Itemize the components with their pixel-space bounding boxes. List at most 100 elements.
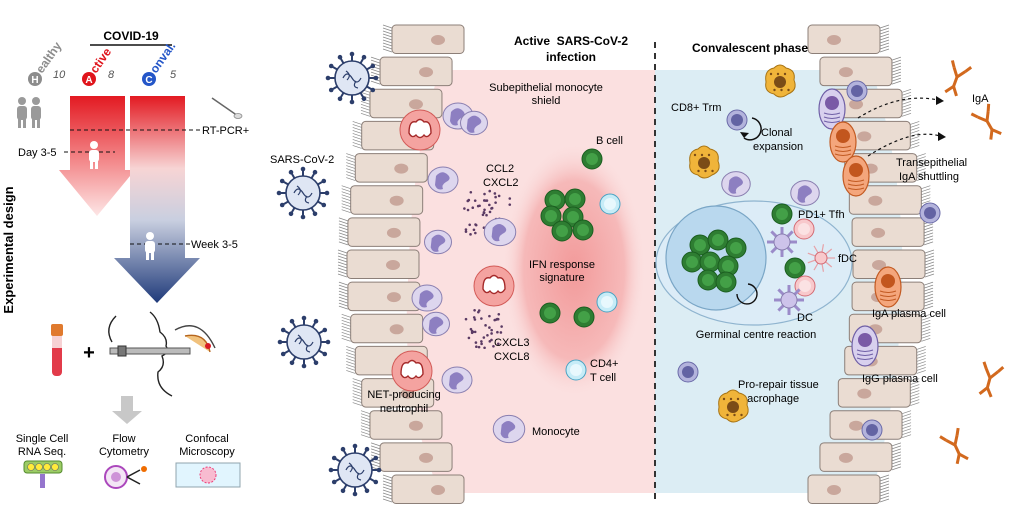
active-phase-cells xyxy=(391,102,621,444)
cilium xyxy=(879,483,890,488)
cilium xyxy=(901,109,912,114)
epithelial-nucleus xyxy=(419,452,434,463)
trm-cell xyxy=(861,419,883,441)
convalescent-panel: Convalescent phase Germinal centre react… xyxy=(655,41,1005,465)
cilium xyxy=(916,367,926,371)
pd1-tfh-cell-nucleus xyxy=(798,223,810,235)
chemokine-dot xyxy=(482,211,486,214)
igg-plasma-cell-er xyxy=(823,120,841,123)
cilium xyxy=(921,337,931,342)
epithelial-nucleus xyxy=(408,99,423,110)
iga-plasma-cell-er xyxy=(879,298,897,301)
neutrophil-cell xyxy=(391,350,433,392)
cilium xyxy=(337,264,348,269)
active-title-line1: Active SARS-CoV-2 xyxy=(514,34,628,48)
cilium xyxy=(910,127,920,131)
b-cell-nucleus xyxy=(577,224,589,236)
chemokine-dot xyxy=(494,201,497,204)
cilium xyxy=(916,174,926,178)
macrophage-granule xyxy=(704,169,707,173)
macrophage-granule xyxy=(700,153,704,157)
virus-spike-tip xyxy=(276,190,282,196)
virus-spike-tip xyxy=(340,446,346,452)
cd4-label-line1: CD4+ xyxy=(590,358,618,370)
chemokine-dot xyxy=(485,213,488,217)
virus-spike-tip xyxy=(331,479,337,485)
cilium xyxy=(901,434,912,439)
cilium xyxy=(341,197,351,202)
cilium xyxy=(921,197,931,202)
epithelial-nucleus xyxy=(827,485,841,495)
antibody-arm xyxy=(944,85,955,94)
antibody-arm xyxy=(964,66,973,73)
virus-spike-tip xyxy=(289,318,295,324)
igg-plasma-cell xyxy=(851,325,879,367)
cilium xyxy=(360,419,371,424)
cilium xyxy=(341,209,351,214)
iga-plasma-cell-er xyxy=(834,153,852,156)
monocyte-cell xyxy=(790,180,820,206)
virus-rna xyxy=(342,70,362,89)
cilium xyxy=(879,495,890,500)
chemokine-dot xyxy=(493,192,497,195)
net-label-line1: NET-producing xyxy=(367,389,440,401)
epithelial-nucleus xyxy=(871,227,886,238)
antibody-arm xyxy=(982,361,988,370)
iga-plasma-cell-nucleus xyxy=(881,274,895,288)
cilium xyxy=(346,162,356,166)
cilium xyxy=(341,331,351,336)
group-active: A ctive 8 xyxy=(82,45,115,86)
epithelial-cell xyxy=(851,217,925,247)
iga-antibody xyxy=(944,60,973,97)
chemokine-dot xyxy=(499,331,503,334)
cilium xyxy=(891,62,902,67)
antibody-arm xyxy=(955,427,960,436)
gc-b-cell-nucleus xyxy=(712,234,724,246)
macrophage-cell xyxy=(765,64,796,98)
group-healthy: H ealthy 10 xyxy=(28,39,66,86)
monocyte-nucleus xyxy=(728,176,743,194)
gc-b-cell xyxy=(717,255,739,277)
cilium xyxy=(910,145,920,149)
antibody-arm xyxy=(996,365,1005,373)
day-label: Day 3-5 xyxy=(18,147,57,159)
b-cell xyxy=(581,148,603,170)
active-patient-icon xyxy=(89,141,99,169)
macrophage-granule xyxy=(787,88,790,92)
epithelial-cell xyxy=(347,281,421,312)
virus-spike-tip xyxy=(352,443,358,449)
cilium xyxy=(346,361,356,365)
virus-spike-tip xyxy=(325,339,331,345)
iga-plasma-cell xyxy=(874,266,902,308)
chemokine-dot xyxy=(467,336,471,340)
cilium xyxy=(352,142,362,146)
macrophage-granule xyxy=(729,397,733,401)
macrophage-granule xyxy=(783,72,787,76)
method-scrna-line1: Single Cell xyxy=(16,433,69,445)
clonal-expansion-arrow xyxy=(743,117,762,141)
cd8-trm-cell xyxy=(726,109,748,131)
covid-header: COVID-19 xyxy=(103,29,159,43)
cilium xyxy=(910,130,920,134)
virus-rna xyxy=(345,462,365,481)
cilium xyxy=(352,133,362,137)
cilium xyxy=(352,130,362,134)
b-cell-nucleus xyxy=(556,225,568,237)
healthy-people-icon xyxy=(17,97,41,128)
chemokine-dot xyxy=(488,210,492,214)
chemokine-dot xyxy=(469,233,472,236)
cd8-trm-cell-nucleus xyxy=(731,114,743,126)
epithelial-cell xyxy=(369,410,443,440)
cilium xyxy=(901,428,912,433)
gc-b-cell xyxy=(681,251,703,273)
cilium xyxy=(338,305,349,310)
virus-icon xyxy=(325,51,379,105)
cilium xyxy=(346,370,356,374)
cilium xyxy=(341,325,351,330)
cilium xyxy=(891,68,902,73)
gc-b-cell xyxy=(689,234,711,256)
healthy-letter: H xyxy=(31,75,38,86)
cilium xyxy=(916,349,926,353)
cilium xyxy=(338,290,349,295)
scrna-icon xyxy=(23,460,63,488)
